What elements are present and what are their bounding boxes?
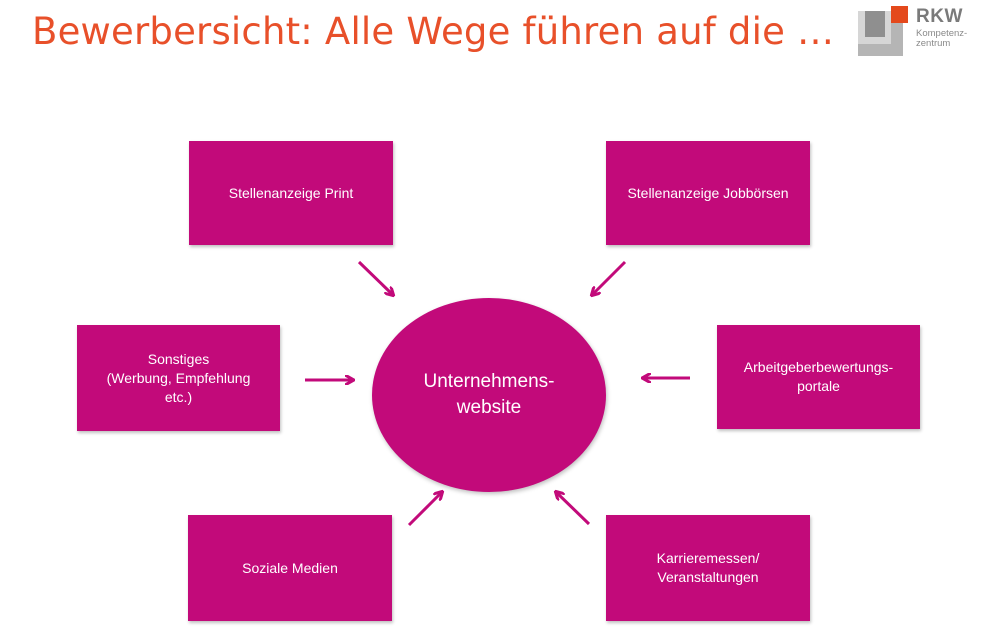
node-stellenanzeige-jobboersen: Stellenanzeige Jobbörsen — [606, 141, 810, 245]
center-unternehmenswebsite: Unternehmens- website — [372, 298, 606, 492]
arrow-karriere — [556, 492, 591, 526]
node-soziale-medien: Soziale Medien — [188, 515, 392, 621]
node-sonstiges: Sonstiges (Werbung, Empfehlung etc.) — [77, 325, 280, 431]
arrow-jobboersen — [592, 260, 627, 295]
logo-brand: RKW — [916, 6, 963, 27]
node-arbeitgeberbewertungsportale: Arbeitgeberbewertungs- portale — [717, 325, 920, 429]
rkw-logo-mark-icon — [858, 6, 908, 56]
arrow-print — [357, 260, 393, 295]
node-karrieremessen: Karrieremessen/ Veranstaltungen — [606, 515, 810, 621]
logo-subtitle: Kompetenz- zentrum — [916, 28, 968, 49]
slide-title: Bewerbersicht: Alle Wege führen auf die … — [32, 10, 835, 53]
arrow-soziale — [407, 492, 442, 527]
rkw-logo: RKW Kompetenz- zentrum — [858, 6, 988, 58]
node-stellenanzeige-print: Stellenanzeige Print — [189, 141, 393, 245]
